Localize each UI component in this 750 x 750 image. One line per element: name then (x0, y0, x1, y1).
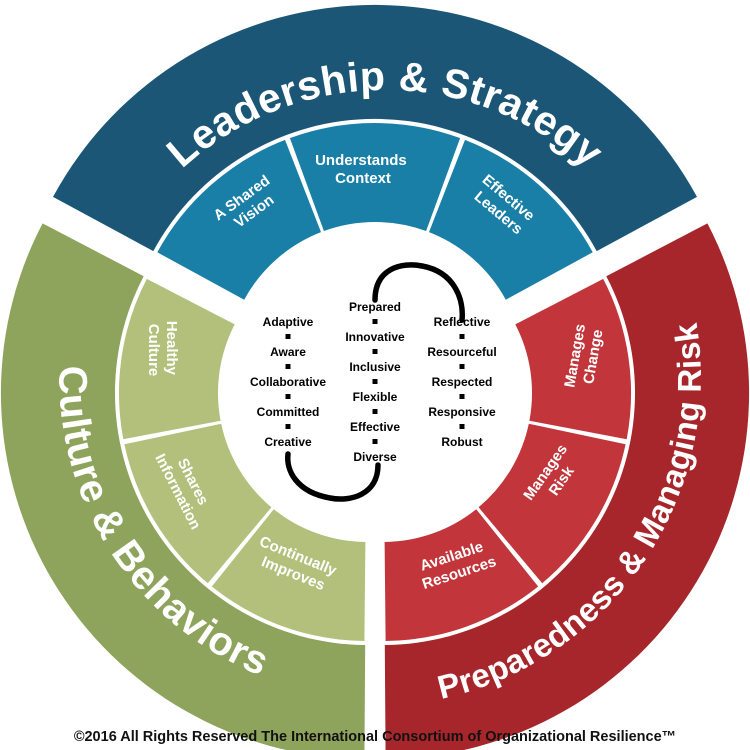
word-effective: Effective (350, 420, 400, 434)
word-respected: Respected (432, 375, 493, 389)
risk-segment-3 (384, 509, 539, 641)
word-diverse: Diverse (353, 450, 397, 464)
label-understands-context: Understands Context (315, 152, 411, 187)
label-healthy-culture: Healthy Culture (145, 321, 180, 379)
word-prepared: Prepared (349, 300, 401, 314)
word-inclusive: Inclusive (349, 360, 401, 374)
center-right-column: Reflective Resourceful Respected Respons… (427, 315, 496, 449)
center-middle-column: Prepared Innovative Inclusive Flexible E… (345, 300, 405, 464)
word-reflective: Reflective (434, 315, 491, 329)
word-aware: Aware (270, 345, 306, 359)
leadership-segment-1 (157, 139, 321, 300)
risk-outer-ring (384, 223, 750, 750)
culture-outer-ring (0, 223, 366, 750)
lower-curve-arrow (285, 451, 381, 502)
center-circle (230, 240, 520, 530)
word-responsive: Responsive (428, 405, 496, 419)
word-resourceful: Resourceful (427, 345, 496, 359)
risk-segment-2 (478, 423, 626, 584)
leadership-segment-3 (429, 139, 593, 300)
culture-segment-2 (124, 423, 272, 584)
culture-segment-3 (118, 278, 235, 440)
word-innovative: Innovative (345, 330, 405, 344)
center-left-column: Adaptive Aware Collaborative Committed C… (250, 315, 326, 449)
ring-sectors (0, 4, 750, 750)
risk-segment-1 (515, 278, 632, 440)
word-collaborative: Collaborative (250, 375, 326, 389)
culture-segment-1 (211, 509, 366, 641)
word-robust: Robust (441, 435, 482, 449)
word-adaptive: Adaptive (263, 315, 314, 329)
center-bullet-squares (285, 319, 465, 444)
word-committed: Committed (257, 405, 320, 419)
leadership-segment-2 (289, 123, 461, 231)
word-creative: Creative (264, 435, 312, 449)
word-flexible: Flexible (353, 390, 398, 404)
leadership-outer-ring (53, 4, 697, 252)
upper-curve-arrow (372, 262, 466, 323)
copyright-notice: ©2016 All Rights Reserved The Internatio… (73, 729, 677, 745)
